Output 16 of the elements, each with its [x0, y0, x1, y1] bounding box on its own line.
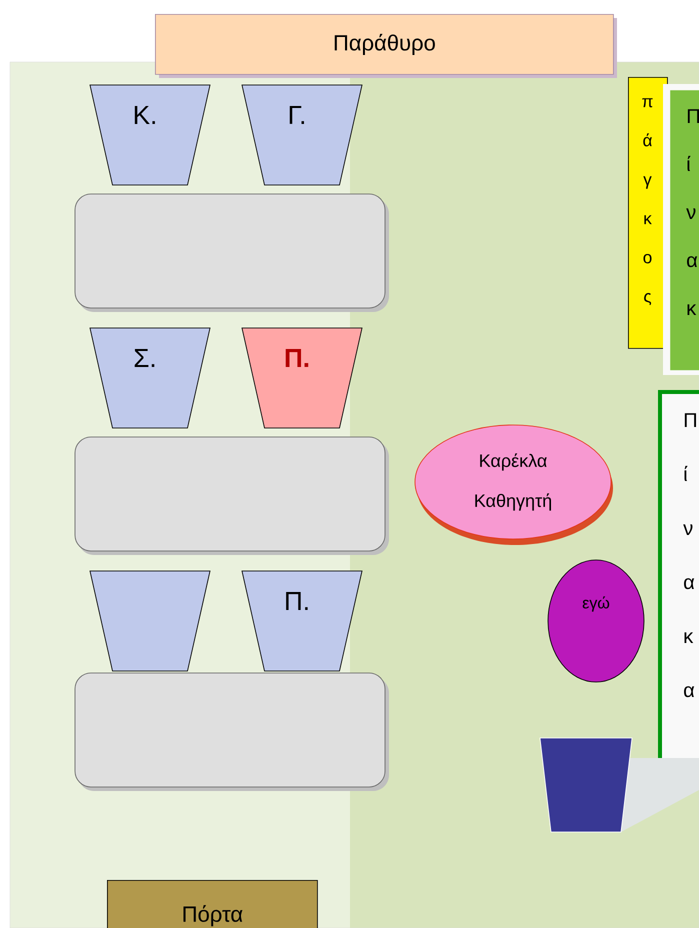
chair: Π.: [242, 570, 362, 672]
chair: Γ.: [242, 84, 362, 186]
chair: [90, 570, 210, 672]
bench-label: π ά γ κ ο ς: [628, 77, 668, 349]
chair: Κ.: [90, 84, 210, 186]
desk: [74, 436, 389, 555]
chair: Σ.: [90, 328, 210, 428]
desk: [74, 194, 389, 312]
whiteboard: Π ί ν α κ α: [658, 390, 699, 780]
door-box: Πόρτα: [107, 880, 318, 928]
teacher-chair: Καρέκλα Καθηγητή: [414, 424, 613, 545]
teacher-desk: [540, 738, 699, 832]
chair: Π.: [242, 328, 362, 428]
window-box: Παράθυρο: [155, 14, 617, 78]
board: Π ί ν α κ: [663, 84, 699, 375]
desk: [74, 672, 389, 791]
